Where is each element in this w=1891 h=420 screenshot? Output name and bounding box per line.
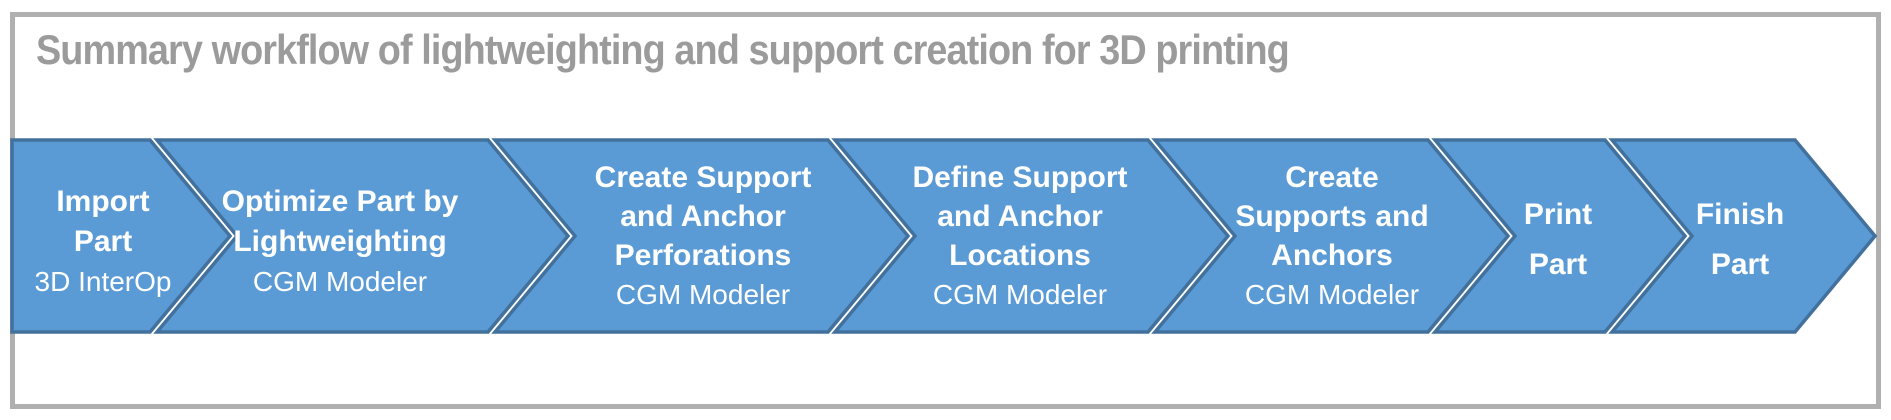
- chevron-step-6-shape: [1431, 138, 1688, 334]
- step-3-line-1: Create Support: [594, 161, 812, 194]
- step-1-tool: 3D InterOp: [34, 266, 172, 297]
- step-4-line-1: Define Support: [912, 161, 1128, 194]
- step-5-tool: CGM Modeler: [1244, 279, 1420, 310]
- chevron-step-3-shape: [491, 138, 911, 334]
- chevron-step-1-shape: [10, 138, 233, 334]
- step-5-line-2: Supports and: [1235, 200, 1429, 233]
- diagram-title: Summary workflow of lightweighting and s…: [36, 26, 1290, 73]
- chevron-step-3-label: Create Support and Anchor Perforations C…: [595, 158, 812, 314]
- step-7-line-2: Part: [1710, 248, 1770, 281]
- step-5-line-3: Anchors: [1271, 239, 1393, 272]
- step-6-line-1: Print: [1523, 198, 1593, 231]
- step-1-line-1: Import: [56, 185, 150, 218]
- chevron-step-7-shape: [1608, 138, 1878, 334]
- chevron-step-6-label: Print Part: [1524, 190, 1592, 290]
- chevron-step-5-label: Create Supports and Anchors CGM Modeler: [1235, 158, 1428, 314]
- step-2-line-1: Optimize Part by: [221, 185, 459, 218]
- step-1-line-2: Part: [73, 225, 133, 258]
- step-6-line-2: Part: [1528, 248, 1588, 281]
- step-7-line-1: Finish: [1695, 198, 1785, 231]
- chevron-step-2-shape: [153, 138, 571, 334]
- step-2-line-2: Lightweighting: [233, 225, 447, 258]
- chevron-step-5-shape: [1151, 138, 1511, 334]
- step-3-line-3: Perforations: [614, 239, 792, 272]
- chevron-step-4-label: Define Support and Anchor Locations CGM …: [913, 158, 1128, 314]
- step-4-line-2: and Anchor: [937, 200, 1103, 233]
- step-3-tool: CGM Modeler: [615, 279, 791, 310]
- step-3-line-2: and Anchor: [620, 200, 786, 233]
- step-4-line-3: Locations: [949, 239, 1091, 272]
- step-2-tool: CGM Modeler: [252, 266, 428, 297]
- step-4-tool: CGM Modeler: [932, 279, 1108, 310]
- chevron-step-7-label: Finish Part: [1696, 190, 1784, 290]
- step-5-line-1: Create: [1285, 161, 1379, 194]
- chevron-step-1-label: Import Part 3D InterOp: [35, 182, 172, 302]
- chevron-step-2-label: Optimize Part by Lightweighting CGM Mode…: [222, 182, 459, 302]
- chevron-step-4-shape: [831, 138, 1231, 334]
